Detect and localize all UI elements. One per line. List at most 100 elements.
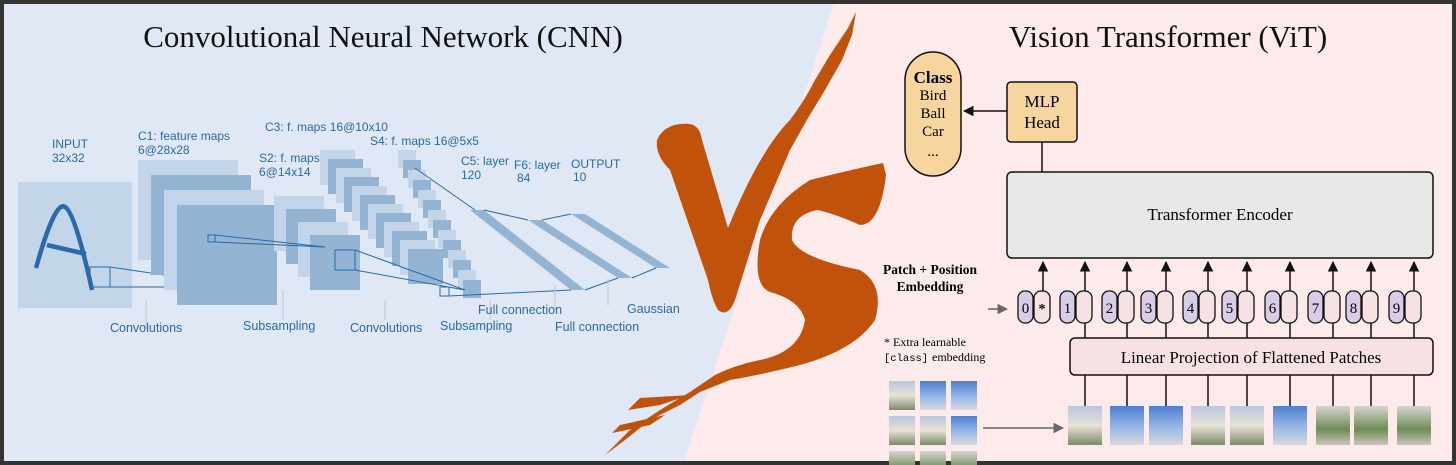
label-c1: C1: feature maps xyxy=(138,129,230,143)
position-embedding xyxy=(1017,290,1034,324)
position-embedding xyxy=(1388,290,1405,324)
image-patch xyxy=(1230,406,1264,445)
patch-embedding xyxy=(1033,290,1051,324)
grid-patch xyxy=(920,381,946,410)
c1-field xyxy=(207,234,216,243)
op-convolutions-1: Convolutions xyxy=(110,321,182,335)
grid-patch xyxy=(951,451,977,465)
connection-lines xyxy=(414,167,657,297)
image-patch xyxy=(1068,406,1102,445)
embedding-label: Patch + Position xyxy=(883,262,977,277)
position-embedding xyxy=(1345,290,1362,324)
token-index: 2 xyxy=(1106,301,1114,317)
label-c1-size: 6@28x28 xyxy=(138,143,190,157)
position-embedding xyxy=(1307,290,1324,324)
label-f6-size: 84 xyxy=(517,171,531,185)
op-full-connection-1: Full connection xyxy=(478,303,562,317)
op-gaussian: Gaussian xyxy=(627,302,680,316)
class-item: Ball xyxy=(921,106,946,122)
mlp-head-box xyxy=(1006,81,1078,143)
op-full-connection-2: Full connection xyxy=(555,320,639,334)
label-s4: S4: f. maps 16@5x5 xyxy=(370,134,479,148)
op-subsampling-1: Subsampling xyxy=(243,319,315,333)
mlp-head-label: MLP xyxy=(1025,92,1060,111)
grid-patch xyxy=(889,451,915,465)
position-embedding xyxy=(1101,290,1118,324)
image-patch xyxy=(1354,406,1388,445)
label-c5-size: 120 xyxy=(461,168,481,182)
class-output-box xyxy=(904,51,962,177)
sub-lines xyxy=(214,234,326,248)
class-embedding-note: * Extra learnable xyxy=(884,335,966,349)
c1-feature-map xyxy=(177,205,277,305)
cnn-architecture xyxy=(18,150,670,328)
label-s2-size: 6@14x14 xyxy=(259,165,311,179)
patch-embedding xyxy=(1117,290,1135,324)
f6-layer xyxy=(528,220,632,278)
transformer-encoder-box xyxy=(1006,171,1434,259)
token-index: 9 xyxy=(1393,301,1401,317)
patch-embedding xyxy=(1237,290,1255,324)
grid-patch xyxy=(920,451,946,465)
c3-stack xyxy=(320,150,443,284)
class-token-code: [class] xyxy=(884,353,928,365)
image-patch xyxy=(1273,406,1307,445)
grid-patch xyxy=(951,416,977,445)
patch-embedding xyxy=(1323,290,1341,324)
patch-embedding xyxy=(1075,290,1093,324)
letter-a-bar xyxy=(46,242,87,257)
grid-patch xyxy=(920,416,946,445)
position-embedding xyxy=(1221,290,1238,324)
receptive-field xyxy=(89,266,111,288)
s4-feature-map xyxy=(463,280,481,298)
class-title: Class xyxy=(914,68,953,87)
label-c3: C3: f. maps 16@10x10 xyxy=(265,120,388,134)
grid-patch xyxy=(889,381,915,410)
label-s2: S2: f. maps xyxy=(259,151,320,165)
s4-field xyxy=(439,286,450,297)
token-index: 7 xyxy=(1312,301,1320,317)
mlp-head-label: Head xyxy=(1024,113,1060,132)
class-item: Car xyxy=(922,124,944,140)
label-input-size: 32x32 xyxy=(52,151,85,165)
label-output-size: 10 xyxy=(573,170,587,184)
label-output: OUTPUT xyxy=(571,157,621,171)
image-patch xyxy=(1149,406,1183,445)
embedding-label: Embedding xyxy=(897,279,964,294)
separators xyxy=(145,278,609,328)
patch-embedding xyxy=(1280,290,1298,324)
cnn-title: Convolutional Neural Network (CNN) xyxy=(143,19,623,54)
token-index: 5 xyxy=(1226,301,1234,317)
s2-field xyxy=(334,249,356,271)
linear-projection-box xyxy=(1069,337,1434,376)
s4-stack xyxy=(398,150,481,298)
token-index: 4 xyxy=(1187,301,1195,317)
vit-title: Vision Transformer (ViT) xyxy=(1009,19,1327,54)
class-item: ... xyxy=(927,144,938,160)
label-input: INPUT xyxy=(52,137,89,151)
image-patch-grid xyxy=(889,381,977,465)
class-item: Bird xyxy=(920,88,947,104)
grid-patch xyxy=(889,416,915,445)
label-c5: C5: layer xyxy=(461,154,509,168)
position-embedding xyxy=(1059,290,1076,324)
linear-projection-label: Linear Projection of Flattened Patches xyxy=(1121,348,1382,367)
input-plane xyxy=(18,182,132,308)
c1-stack xyxy=(138,160,277,305)
c5-layer xyxy=(470,210,585,290)
label-f6: F6: layer xyxy=(514,158,561,172)
position-embedding xyxy=(1140,290,1157,324)
c3-feature-map xyxy=(408,249,443,284)
op-subsampling-2: Subsampling xyxy=(440,319,512,333)
image-patch xyxy=(1191,406,1225,445)
token-index: 1 xyxy=(1064,301,1072,317)
patch-embedding xyxy=(1156,290,1174,324)
output-layer xyxy=(571,214,670,268)
image-patch xyxy=(1316,406,1350,445)
patch-embedding xyxy=(1361,290,1379,324)
vs-brush-logo xyxy=(605,12,886,455)
